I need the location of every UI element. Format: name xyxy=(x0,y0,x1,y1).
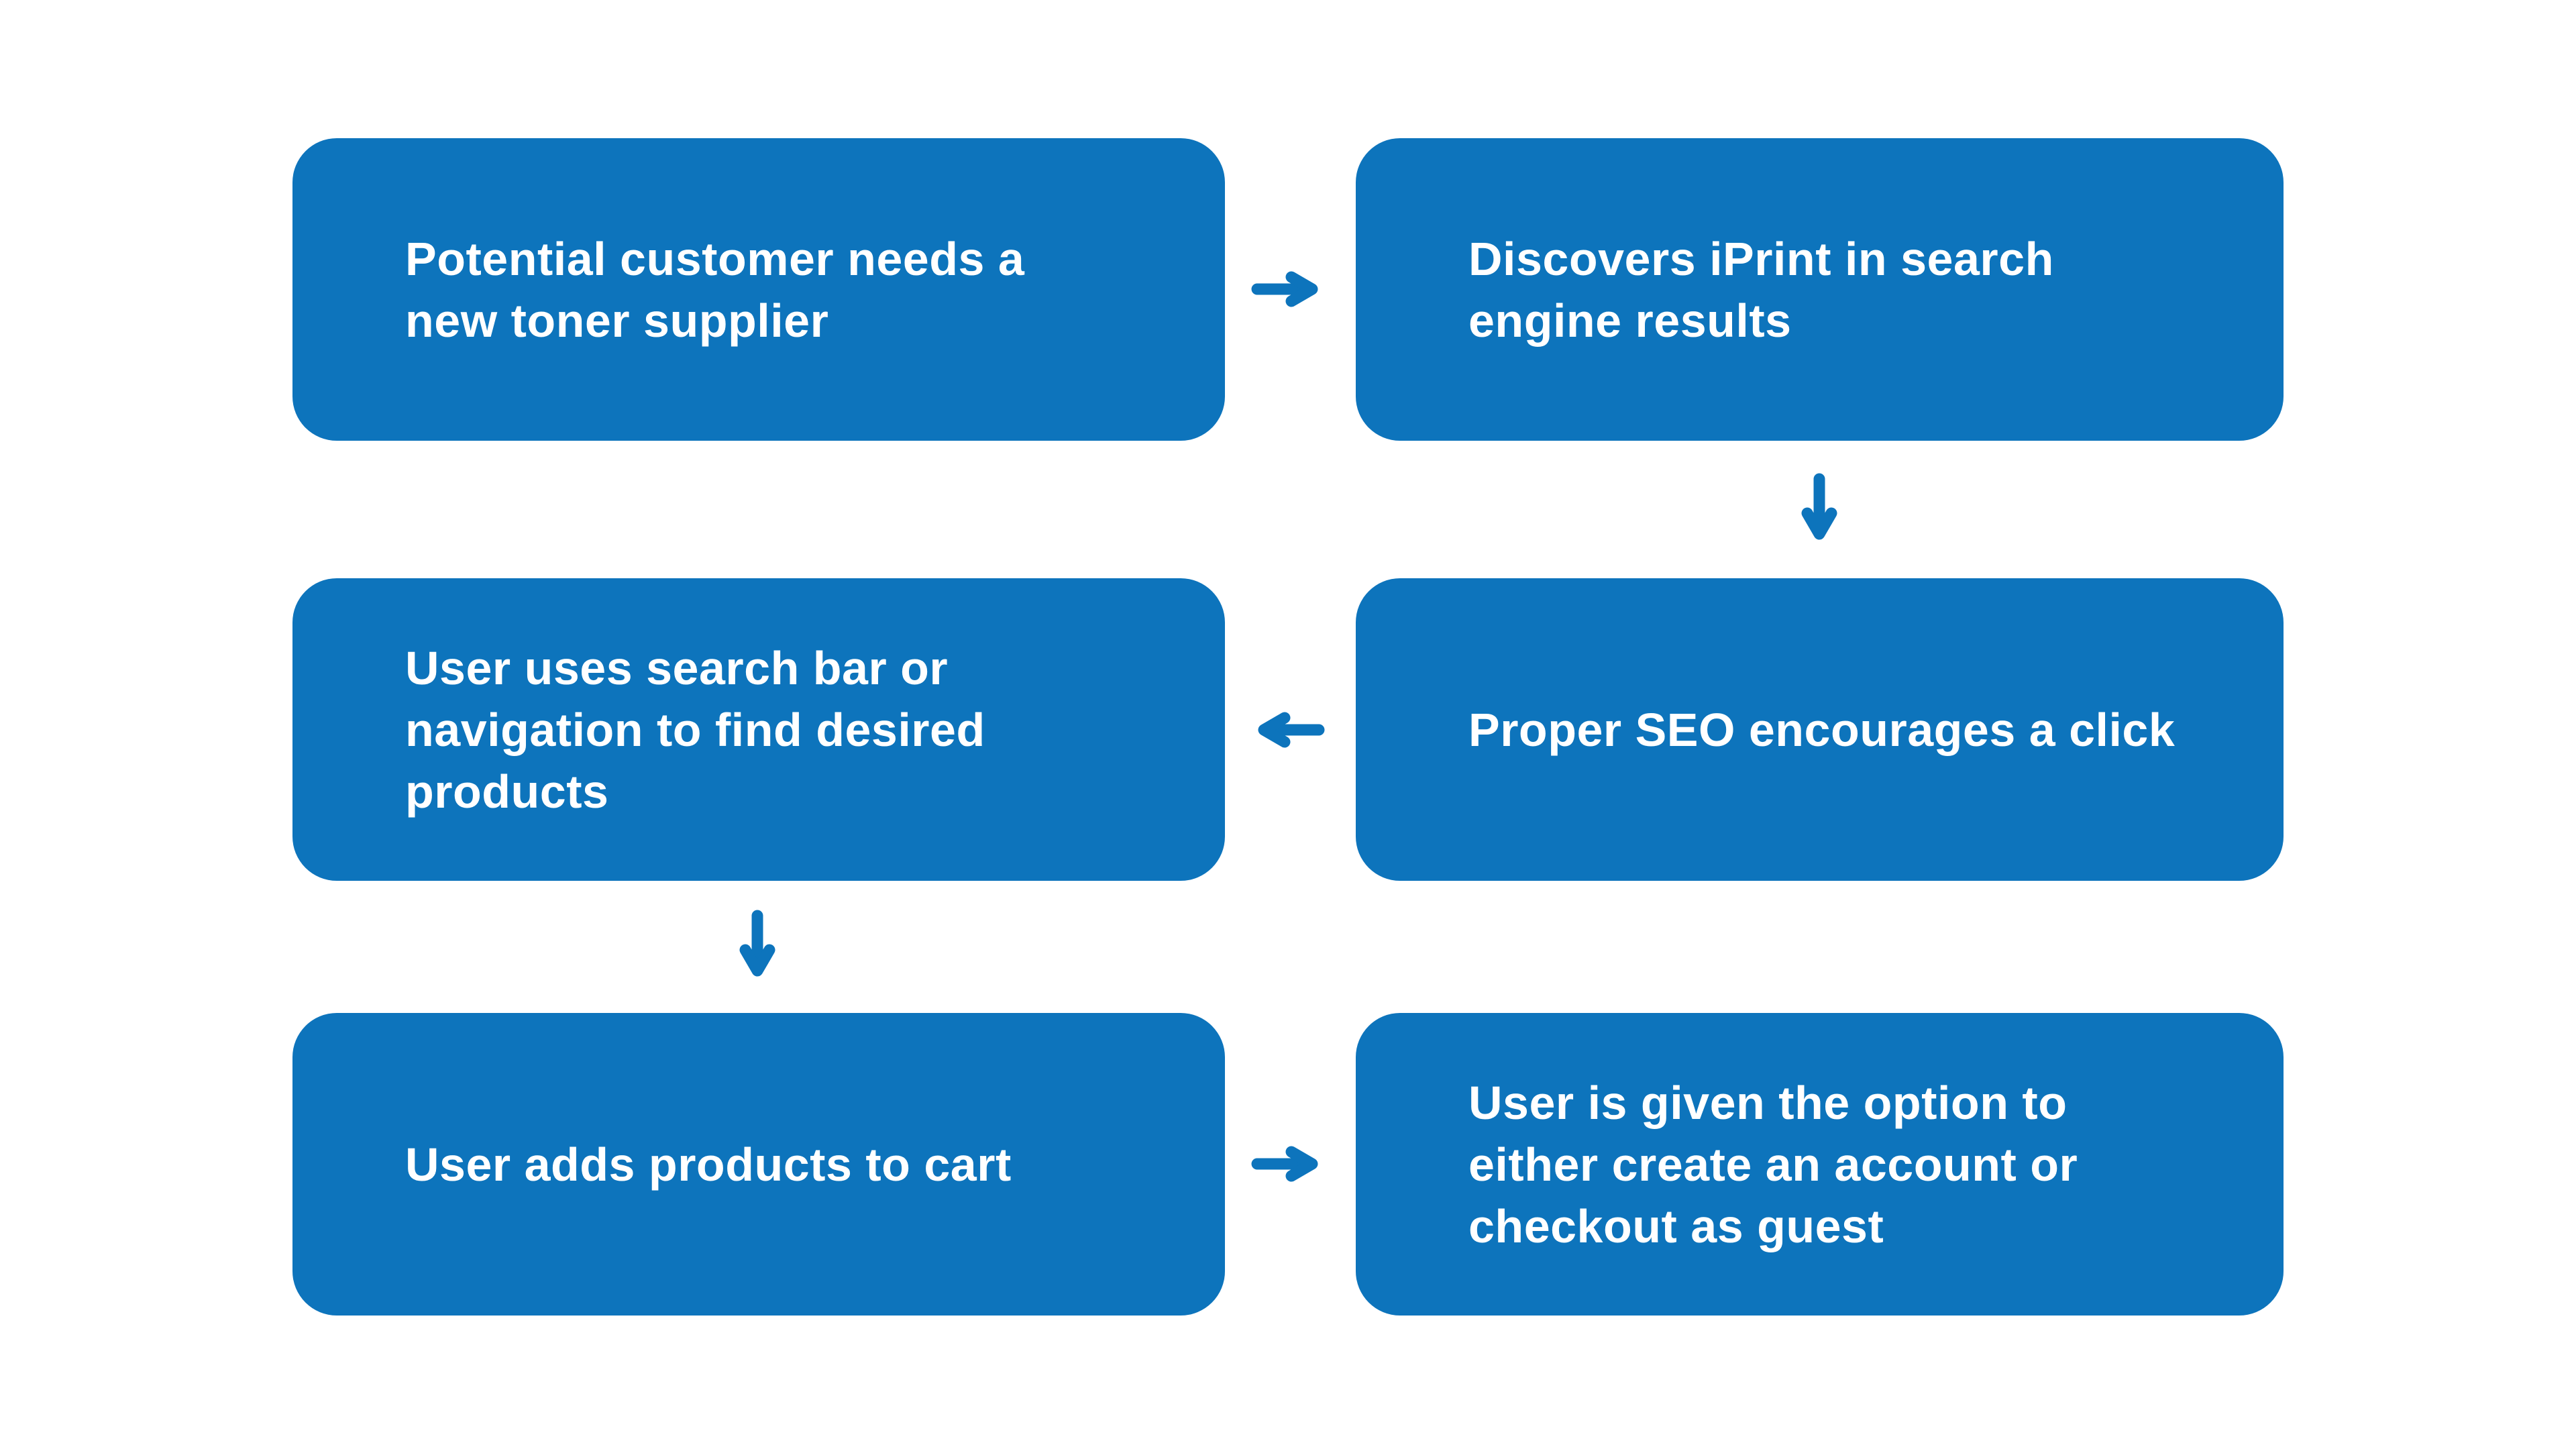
flow-node-label: User adds products to cart xyxy=(405,1138,1012,1191)
flow-node-label: User is given the option to either creat… xyxy=(1468,1076,2078,1252)
flow-node-label: Discovers iPrint in search engine result… xyxy=(1468,232,2054,347)
flow-node-account-or-guest: User is given the option to either creat… xyxy=(1356,1013,2284,1316)
arrow-down-icon xyxy=(737,910,777,983)
flow-node-adds-to-cart: User adds products to cart xyxy=(292,1013,1225,1316)
arrow-down-icon xyxy=(1799,473,1839,547)
flow-node-discovers-iprint: Discovers iPrint in search engine result… xyxy=(1356,138,2284,441)
arrow-left-icon xyxy=(1251,710,1325,750)
flow-node-label: Potential customer needs a new toner sup… xyxy=(405,232,1025,347)
flow-node-label: User uses search bar or navigation to fi… xyxy=(405,641,985,818)
flow-node-potential-customer: Potential customer needs a new toner sup… xyxy=(292,138,1225,441)
flow-node-label: Proper SEO encourages a click xyxy=(1468,703,2176,756)
flow-node-search-navigation: User uses search bar or navigation to fi… xyxy=(292,578,1225,881)
arrow-right-icon xyxy=(1251,1144,1325,1184)
flow-node-proper-seo: Proper SEO encourages a click xyxy=(1356,578,2284,881)
arrow-right-icon xyxy=(1251,269,1325,309)
